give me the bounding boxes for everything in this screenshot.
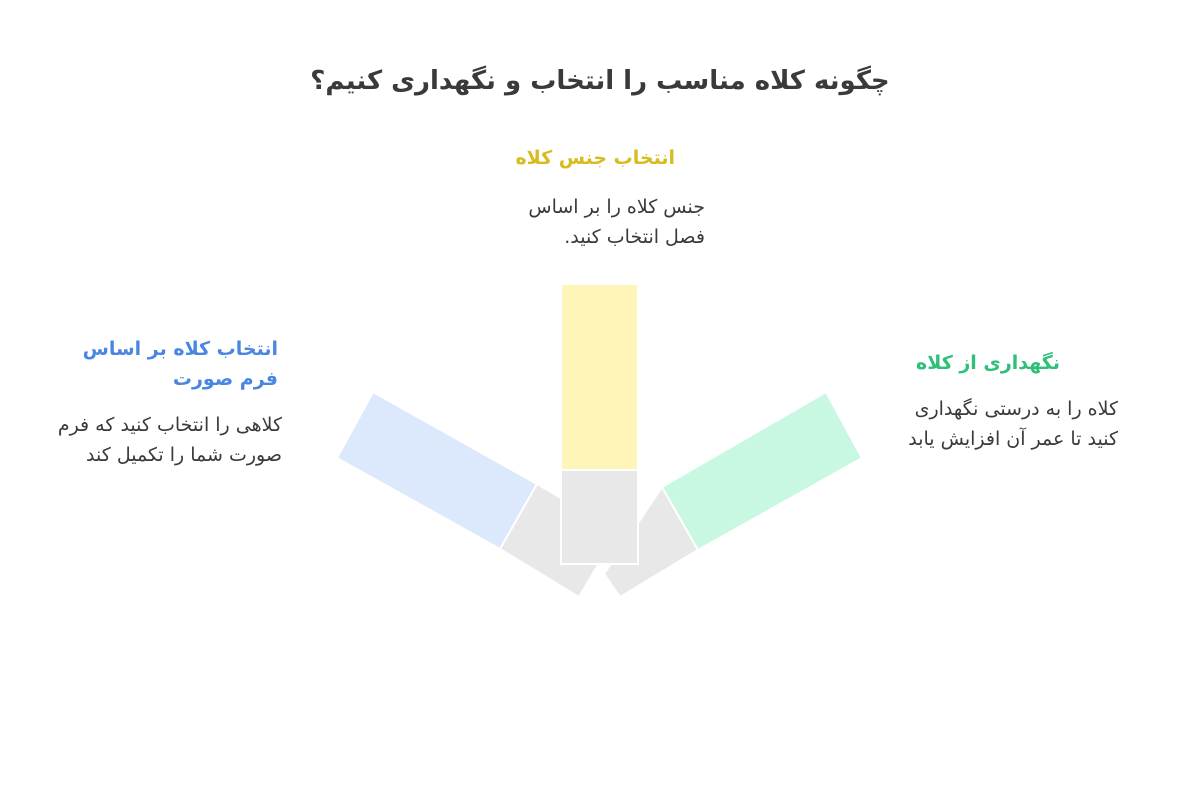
face-shape-description: کلاهی را انتخاب کنید که فرم صورت شما را … — [57, 414, 282, 466]
face-shape-heading: انتخاب کلاه بر اساس فرم صورت — [82, 338, 278, 390]
maintenance-description: کلاه را به درستی نگهداری کنید تا عمر آن … — [908, 398, 1118, 450]
face-shape-bar — [335, 390, 539, 551]
page-title: چگونه کلاه مناسب را انتخاب و نگهداری کنی… — [310, 66, 890, 96]
maintenance-arm — [602, 390, 864, 599]
material-heading: انتخاب جنس کلاه — [515, 147, 675, 169]
face-shape-arm — [335, 390, 620, 599]
material-arm — [560, 283, 639, 565]
material-bar — [560, 283, 639, 471]
material-hub-segment — [560, 469, 639, 565]
maintenance-heading: نگهداری از کلاه — [916, 352, 1060, 374]
maintenance-bar — [660, 390, 864, 552]
material-description: جنس کلاه را بر اساس فصل انتخاب کنید. — [528, 196, 705, 248]
